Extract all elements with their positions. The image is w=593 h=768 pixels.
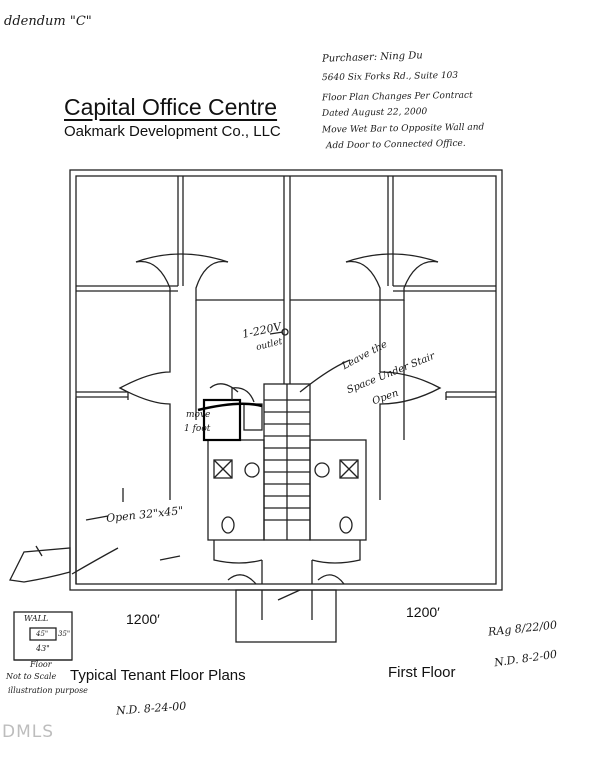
floor-label: Floor bbox=[30, 660, 52, 669]
not-to-scale-note: Not to Scale bbox=[6, 672, 57, 681]
area-left: 1200′ bbox=[126, 611, 160, 627]
wall-label: WALL bbox=[24, 614, 49, 623]
area-right: 1200′ bbox=[406, 604, 440, 620]
addendum-label: ddendum "C" bbox=[4, 14, 92, 29]
dim-45: 45" bbox=[36, 630, 49, 638]
illustration-note: illustration purpose bbox=[8, 686, 88, 695]
move-note-1: move bbox=[186, 410, 211, 420]
watermark: DMLS bbox=[2, 722, 55, 742]
move-note-2: 1 foot bbox=[184, 424, 211, 434]
page-subtitle: Oakmark Development Co., LLC bbox=[64, 123, 281, 140]
page-title: Capital Office Centre bbox=[64, 94, 278, 120]
caption-first-floor: First Floor bbox=[388, 664, 456, 681]
caption-tenant-plans: Typical Tenant Floor Plans bbox=[70, 667, 246, 684]
dim-35: 35" bbox=[58, 630, 71, 638]
dim-43: 43" bbox=[36, 644, 50, 653]
